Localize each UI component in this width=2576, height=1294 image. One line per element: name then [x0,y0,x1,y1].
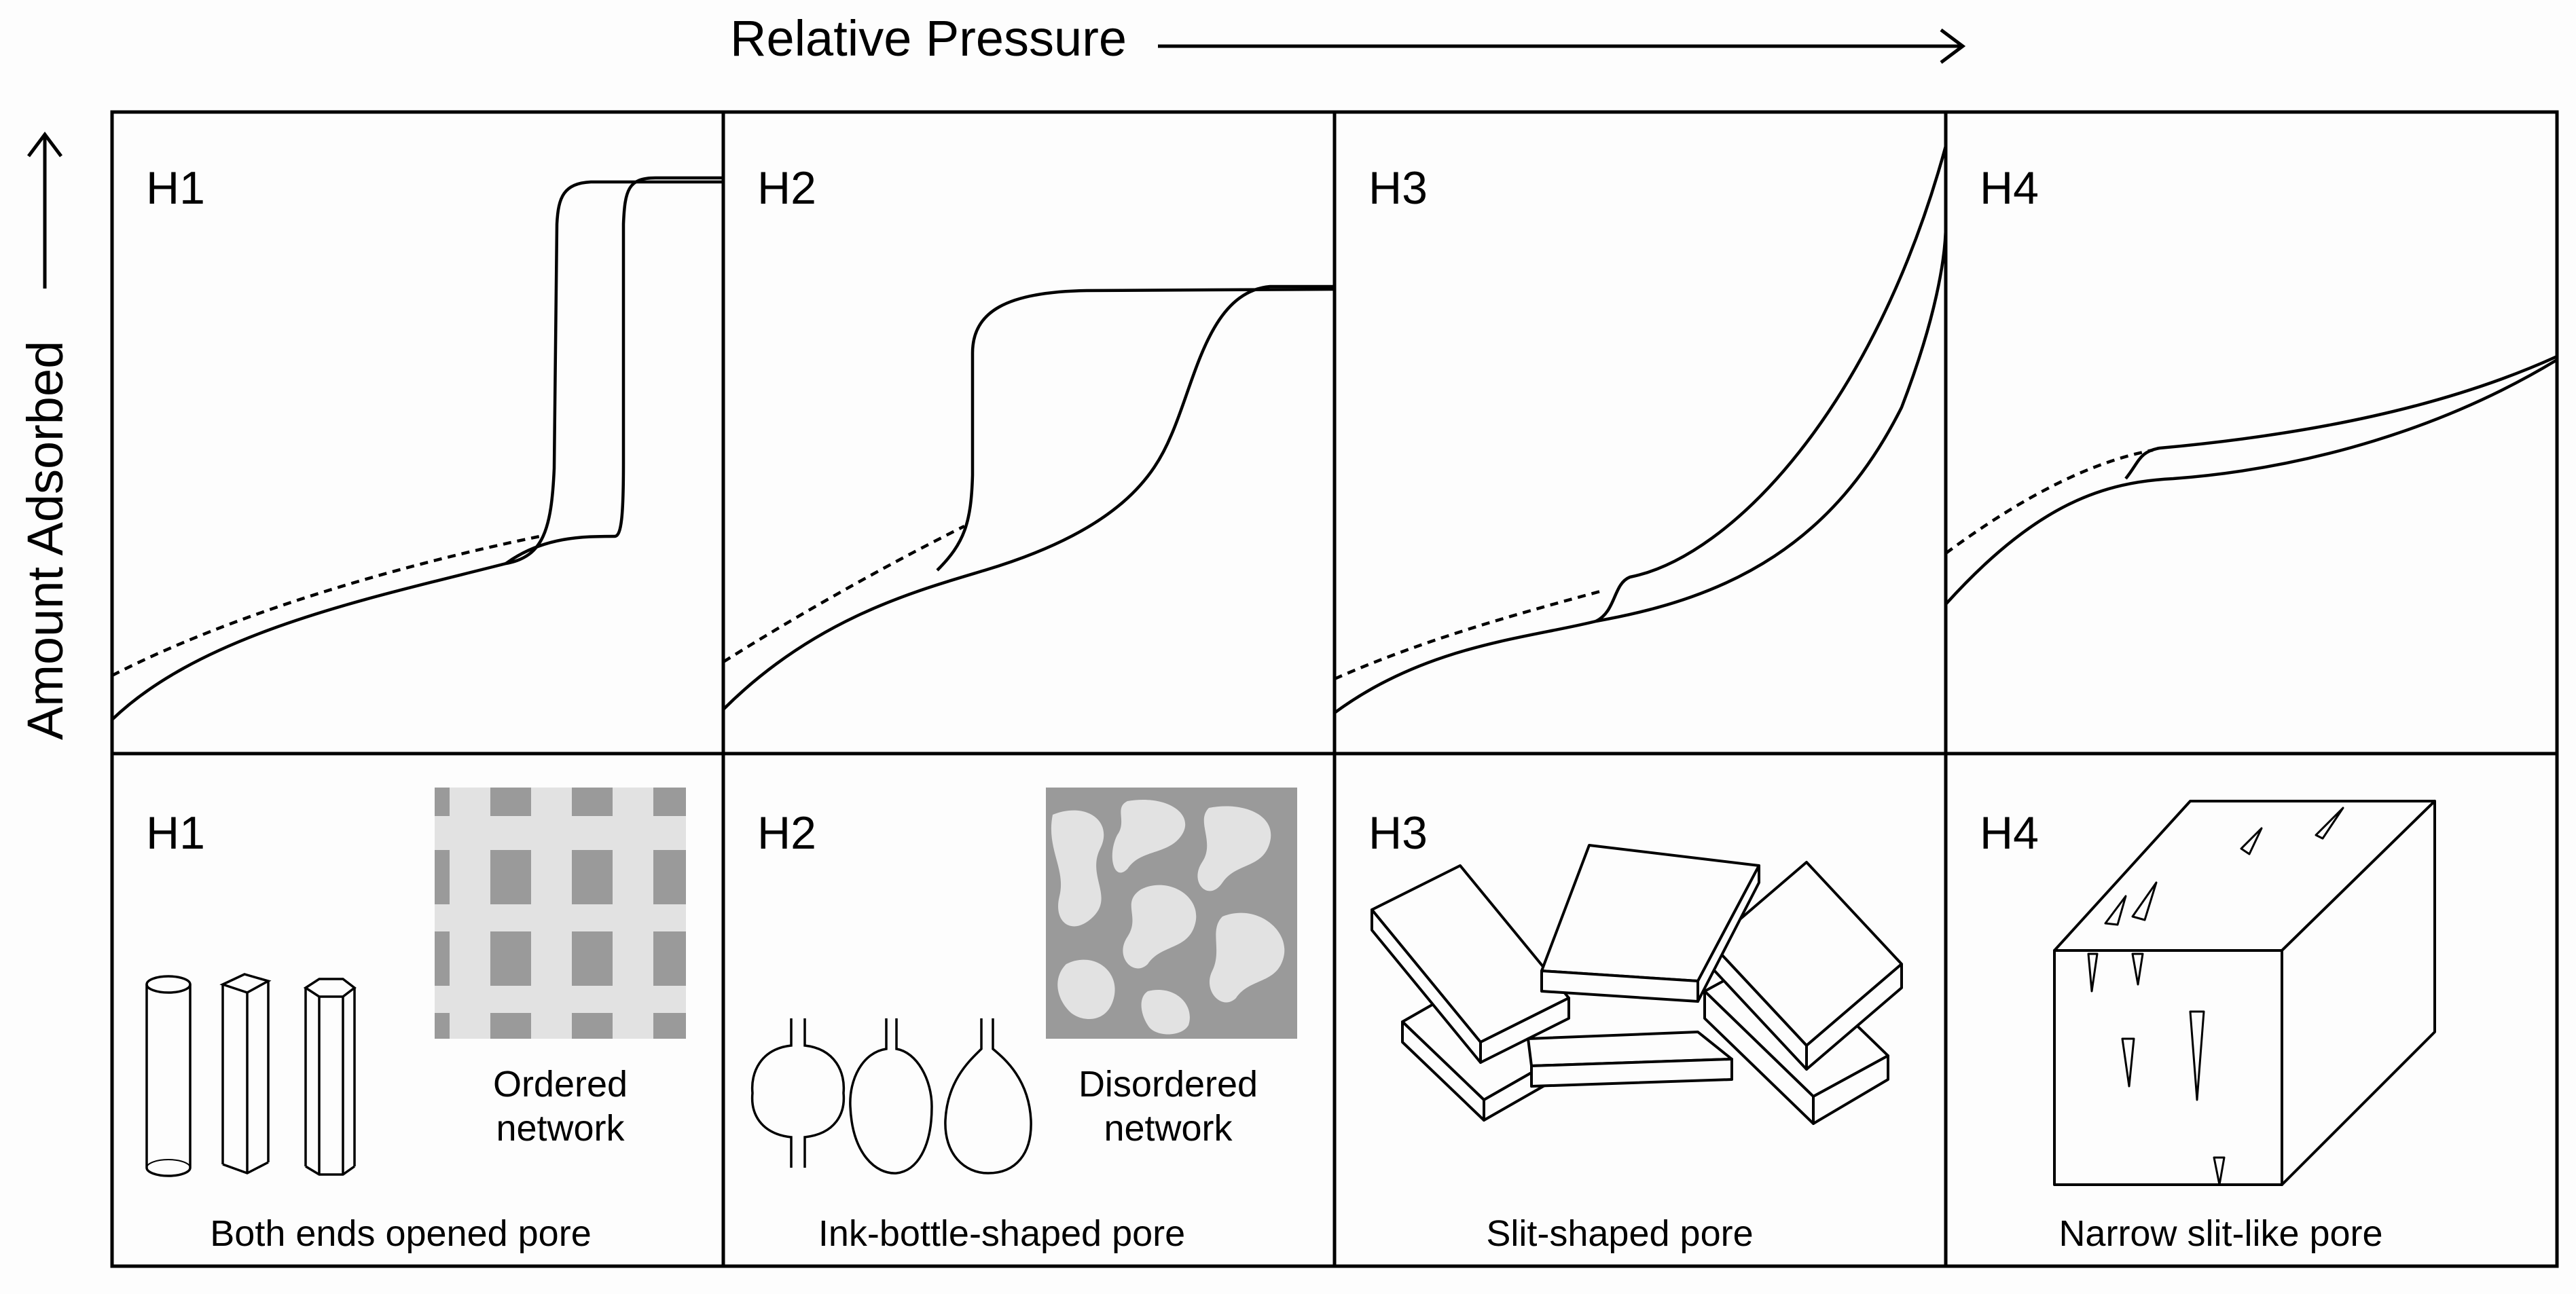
isotherm-curve-h2 [722,284,1335,711]
network-caption-h2-line2: network [1104,1108,1233,1149]
pore-caption-h1: Both ends opened pore [210,1213,591,1254]
pore-label-h4: H4 [1980,807,2039,859]
x-axis-arrow [1158,29,1966,64]
pore-label-h3: H3 [1368,807,1428,859]
isotherm-label-h3: H3 [1368,162,1428,214]
cylinder-pore-shapes [145,973,357,1177]
y-axis-label: Amount Adsorbed [17,341,73,740]
pore-label-h2: H2 [757,807,816,859]
slit-plates-graphic [1371,844,1903,1125]
pore-label-h1: H1 [146,807,205,859]
x-axis-label: Relative Pressure [730,10,1127,67]
network-caption-h1-line2: network [496,1108,625,1149]
isotherm-curve-h4 [1944,354,2558,606]
network-caption-h2-line1: Disordered [1078,1064,1258,1105]
ordered-network-graphic [435,788,686,1039]
pore-caption-h2: Ink-bottle-shaped pore [818,1213,1185,1254]
network-caption-h1-line1: Ordered [493,1064,628,1105]
ink-bottle-pore-shapes [750,1018,1032,1175]
panel-grid [110,110,2559,1268]
isotherm-curve-h3 [1333,145,1948,714]
y-axis-arrow [27,131,62,289]
isotherm-label-h4: H4 [1980,162,2039,214]
pore-caption-h4: Narrow slit-like pore [2058,1213,2382,1254]
slit-block-graphic [2053,800,2436,1186]
disordered-network-graphic [1046,788,1297,1039]
pore-caption-h3: Slit-shaped pore [1486,1213,1753,1254]
isotherm-label-h2: H2 [757,162,816,214]
isotherm-curve-h1 [111,176,723,721]
isotherm-label-h1: H1 [146,162,205,214]
